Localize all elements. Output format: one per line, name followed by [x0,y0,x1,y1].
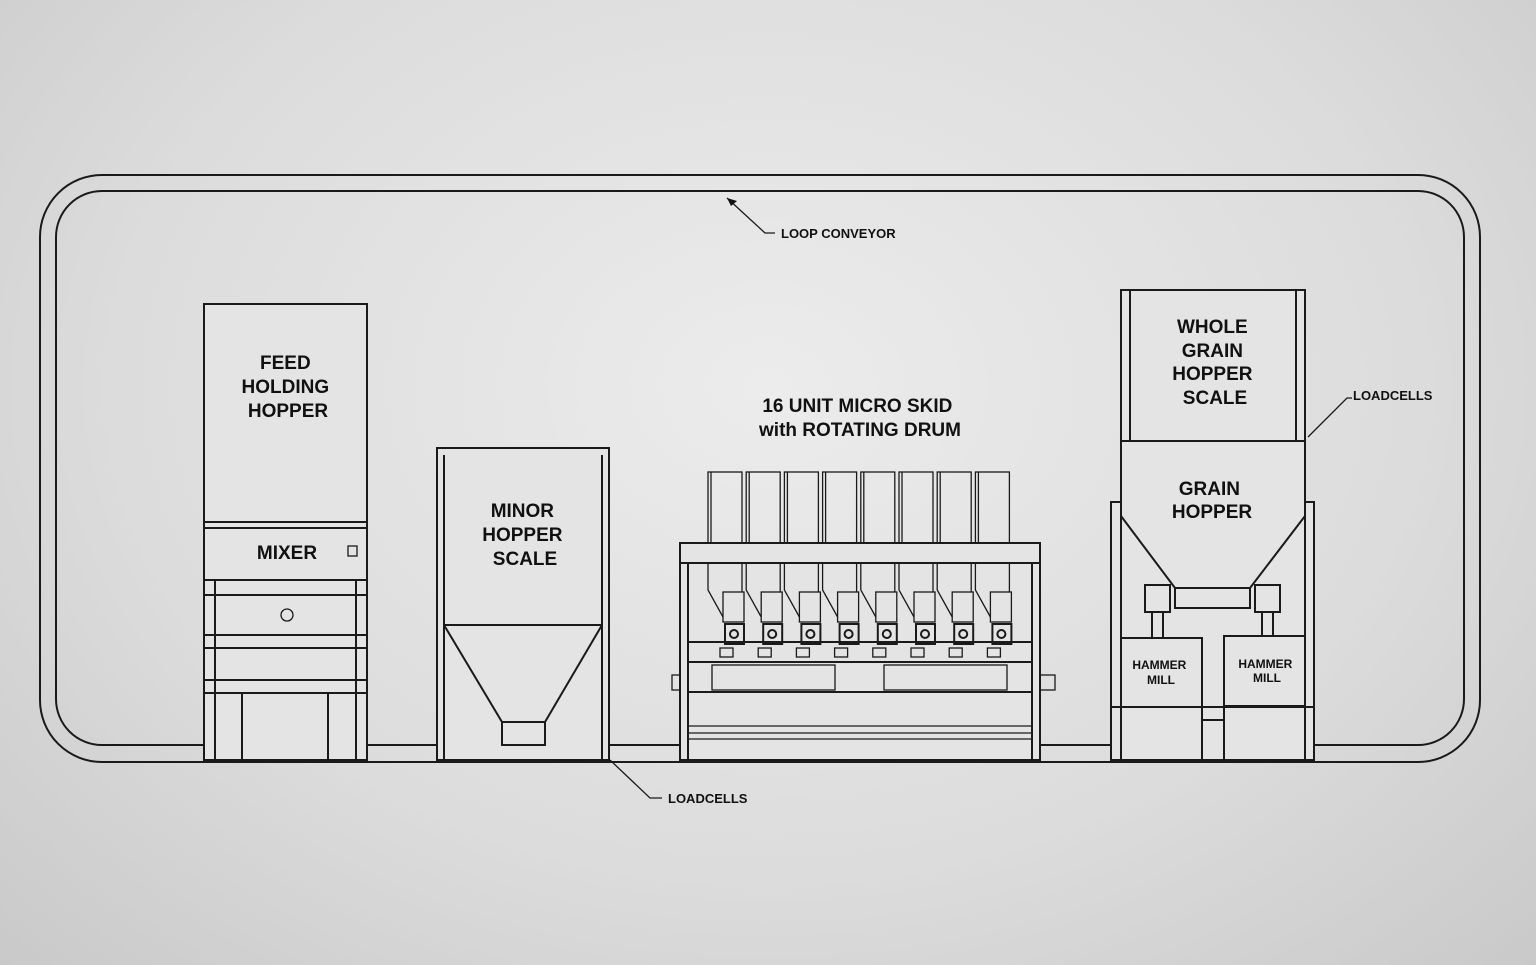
loadcells-right-label: LOADCELLS [1353,388,1433,403]
feeder-box [913,591,936,623]
feeder-motor [991,623,1013,645]
feeder-motor [800,623,822,645]
feeder-chute [936,563,953,618]
loadcell-mount [910,647,925,658]
minor-hopper-scale-label: MINOR HOPPER SCALE [482,501,568,570]
motor-shaft-icon [881,629,892,639]
feeder-chute [821,563,839,618]
feeder-motor [915,623,936,645]
feeder-chute [745,563,762,618]
motor-shaft-icon [729,629,739,639]
loop-conveyor-label: LOOP CONVEYOR [781,226,896,241]
micro-skid [671,471,1056,761]
grain-hopper-label: GRAIN HOPPER [1172,479,1253,523]
grain-system: WHOLE GRAIN HOPPER SCALE GRAIN HOPPER HA… [1110,289,1315,761]
feeder-bin [707,471,743,544]
feeder-motor [762,623,784,645]
feeder-chute [860,563,877,618]
feed-holding-hopper: FEED HOLDING HOPPER MIXER [203,303,368,761]
feeder-box [836,591,860,623]
hammer-mill-left-label: HAMMER MILL [1132,658,1189,687]
feeder-motor [724,623,745,645]
whole-grain-hopper-scale-label: WHOLE GRAIN HOPPER SCALE [1172,317,1258,409]
loadcell-mount [757,647,772,658]
feeder-bin [860,471,896,544]
loadcell-mount [833,647,849,658]
feeder-box [989,591,1013,623]
motor-shaft-icon [767,629,778,639]
loadcell-mount [719,647,734,658]
feeder-motor [953,623,975,645]
loadcell-mount [948,647,963,658]
feeder-box [760,591,783,623]
motor-shaft-icon [843,629,854,639]
feeder-chute [898,563,915,618]
motor-shaft-icon [958,629,969,639]
loadcell-mount [795,647,811,658]
loadcell-mount [986,647,1002,658]
loadcells-bottom-label: LOADCELLS [668,791,748,806]
micro-skid-label: 16 UNIT MICRO SKID with ROTATING DRUM [758,396,961,441]
feeder-chute [974,563,991,618]
mixer-label: MIXER [257,543,317,564]
feeder-motor [876,623,898,645]
feeder-chute [783,563,800,618]
feeder-bin [745,471,781,544]
loadcell-mount [872,647,887,658]
feeder-bin [974,471,1011,544]
motor-shaft-icon [920,629,930,639]
loadcells-right-leader [1307,397,1352,438]
motor-shaft-icon [996,629,1007,639]
feeder-box [951,591,974,623]
feed-holding-hopper-label: FEED HOLDING HOPPER [242,353,335,422]
feeder-box [875,591,898,623]
leader-arrow-icon [727,198,737,206]
feeder-bin [783,471,820,544]
minor-hopper-scale: MINOR HOPPER SCALE [436,447,610,761]
feeder-box [798,591,822,623]
motor-shaft-icon [805,629,816,639]
feeder-box [722,591,745,623]
loadcells-bottom-leader [609,759,662,799]
loop-conveyor-leader [726,197,775,234]
feeder-motor [838,623,860,645]
feeder-bin [898,471,934,544]
feeder-chute [707,563,724,618]
feeder-bin [821,471,858,544]
feeder-bin [936,471,972,544]
hammer-mill-right-label: HAMMER MILL [1238,657,1295,685]
